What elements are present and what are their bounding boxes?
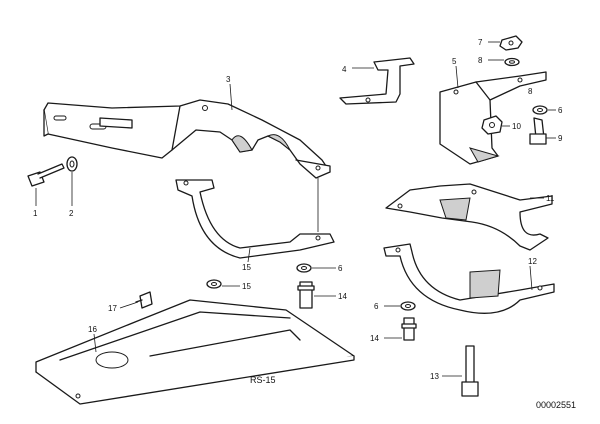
callout-8-lower: 8 bbox=[528, 87, 533, 96]
callout-14-right: 14 bbox=[370, 334, 379, 343]
callout-10: 10 bbox=[512, 122, 521, 131]
callout-17: 17 bbox=[108, 304, 117, 313]
part-14-bolt-right[interactable] bbox=[401, 317, 417, 341]
callout-1: 1 bbox=[33, 209, 38, 218]
part-10-nut[interactable] bbox=[481, 115, 503, 135]
callout-9: 9 bbox=[558, 134, 563, 143]
part-17-clip[interactable] bbox=[135, 291, 153, 309]
callout-11: 11 bbox=[546, 194, 555, 203]
callout-2: 2 bbox=[69, 209, 74, 218]
callout-3: 3 bbox=[226, 75, 231, 84]
part-9-bolt[interactable] bbox=[529, 117, 547, 145]
callout-16: 16 bbox=[88, 325, 97, 334]
callout-6-left: 6 bbox=[338, 264, 343, 273]
part-13-long-bolt[interactable] bbox=[461, 345, 479, 397]
part-14-bolt-left[interactable] bbox=[297, 281, 315, 309]
part-5-angle-bracket[interactable] bbox=[439, 71, 547, 165]
part-16-cover-plate[interactable] bbox=[35, 299, 355, 405]
callout-6-right: 6 bbox=[558, 106, 563, 115]
callout-12: 12 bbox=[528, 257, 537, 266]
part-12-ring-clamp[interactable] bbox=[383, 243, 555, 314]
part-7-nut[interactable] bbox=[499, 35, 523, 51]
part-3-mounting-bracket[interactable] bbox=[43, 99, 331, 179]
callout-7: 7 bbox=[478, 38, 483, 47]
callout-4: 4 bbox=[342, 65, 347, 74]
callout-5: 5 bbox=[452, 57, 457, 66]
variant-label: RS-15 bbox=[250, 375, 276, 385]
part-6-washer-lower[interactable] bbox=[400, 301, 416, 311]
part-6-nut-right[interactable] bbox=[532, 105, 548, 115]
callout-15-nut: 15 bbox=[242, 282, 251, 291]
callout-15-strap: 15 bbox=[242, 263, 251, 272]
part-2-washer[interactable] bbox=[66, 156, 78, 172]
callout-labels: 1 2 3 4 5 7 8 6 9 10 11 12 6 14 15 15 6 … bbox=[33, 38, 563, 381]
callout-14-left: 14 bbox=[338, 292, 347, 301]
part-15-clamp-strap[interactable] bbox=[175, 179, 335, 259]
part-15-nut[interactable] bbox=[206, 279, 222, 289]
part-1-bolt[interactable] bbox=[27, 163, 65, 187]
part-6-nut-left[interactable] bbox=[296, 263, 312, 273]
part-8-washer-top[interactable] bbox=[504, 57, 520, 67]
part-4-z-bracket[interactable] bbox=[339, 57, 415, 105]
part-11-ring-clamp[interactable] bbox=[385, 183, 553, 251]
catalog-number: 00002551 bbox=[536, 400, 576, 410]
callout-8-top: 8 bbox=[478, 56, 483, 65]
callout-6-lower: 6 bbox=[374, 302, 379, 311]
callout-13: 13 bbox=[430, 372, 439, 381]
leader-lines bbox=[35, 41, 556, 377]
